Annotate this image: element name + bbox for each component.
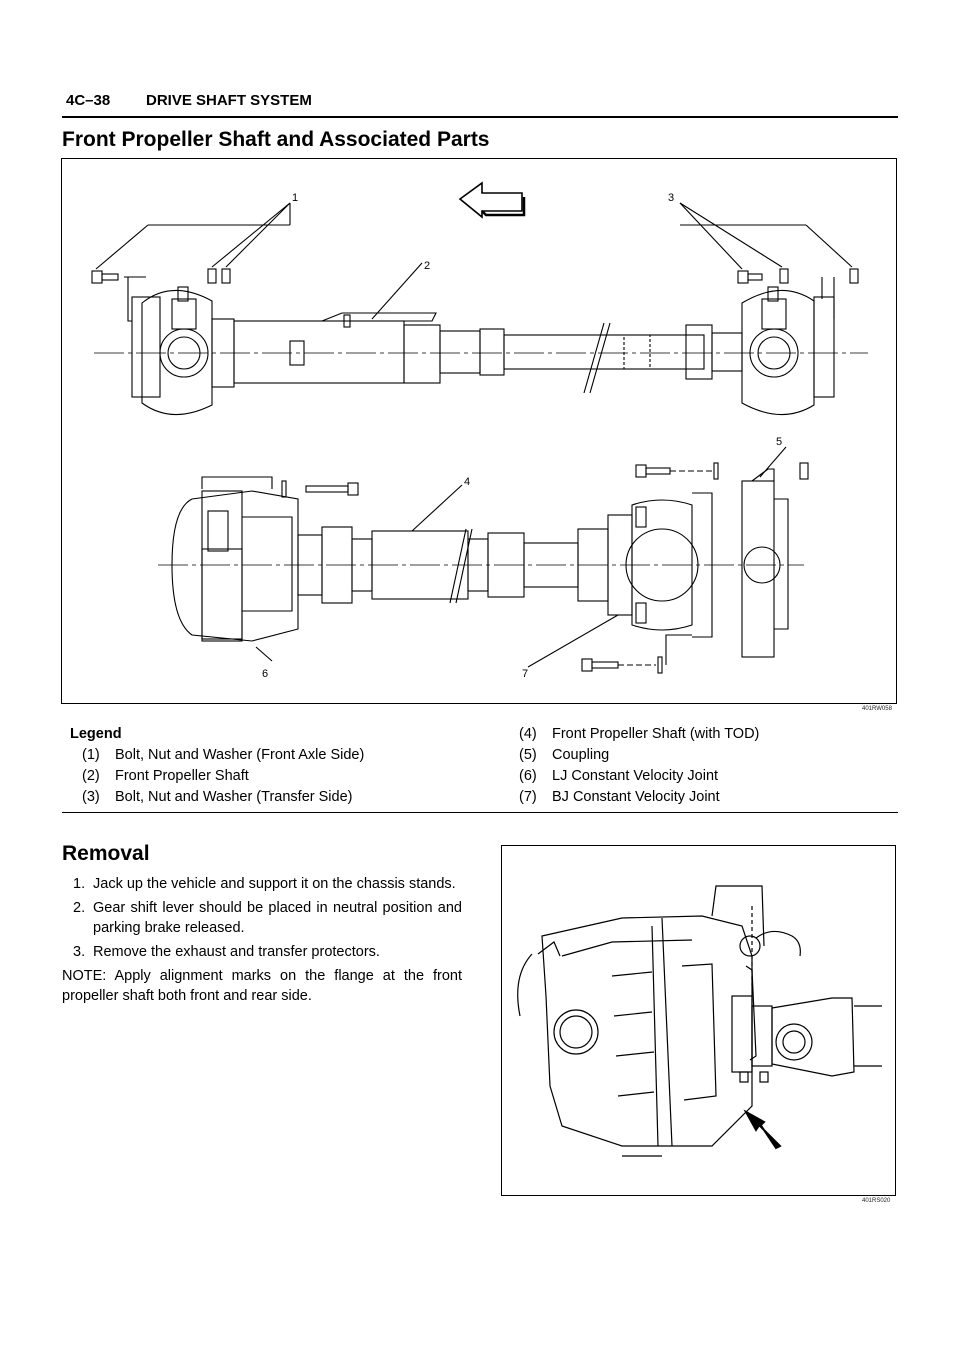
callout-1: 1: [292, 192, 298, 204]
removal-step: 1.Jack up the vehicle and support it on …: [73, 876, 456, 892]
legend-divider: [62, 812, 898, 813]
transfer-case-icon: [541, 915, 753, 1147]
legend-item: (7)BJ Constant Velocity Joint: [519, 789, 720, 805]
propeller-flange-icon: [771, 997, 855, 1077]
legend-right: (4)Front Propeller Shaft (with TOD) (5)C…: [519, 724, 759, 808]
direction-arrow-icon: [458, 181, 523, 219]
front-propeller-shaft-with-tod-drawing: [171, 490, 713, 642]
callout-2: 2: [424, 260, 430, 272]
removal-heading: Removal: [62, 842, 150, 865]
note-text: NOTE: Apply alignment marks on the flang…: [62, 968, 462, 1004]
header-rule: [62, 116, 898, 118]
section-header: DRIVE SHAFT SYSTEM: [146, 92, 312, 109]
page-number: 4C–38: [66, 92, 111, 109]
legend-heading: Legend: [70, 726, 122, 742]
legend-item: (5)Coupling: [519, 747, 610, 763]
callout-3: 3: [668, 192, 674, 204]
removal-step: 2.Gear shift lever should be placed in n…: [73, 900, 462, 936]
arrow-icon: [743, 1109, 782, 1150]
transfer-flange-figure: [501, 845, 896, 1196]
callout-7: 7: [522, 668, 528, 680]
callout-6: 6: [262, 668, 268, 680]
legend-item: (3)Bolt, Nut and Washer (Transfer Side): [82, 789, 353, 805]
coupling-drawing: [741, 468, 789, 658]
propeller-shaft-figure: 1 2 3 4 5 6 7: [61, 158, 897, 704]
propeller-shaft-drawing: 1 2 3 4 5 6 7: [91, 181, 868, 680]
legend-item: (6)LJ Constant Velocity Joint: [519, 768, 719, 784]
callout-4: 4: [464, 476, 470, 488]
figure-code: 401RW058: [862, 706, 892, 712]
callout-5: 5: [776, 436, 782, 448]
page-title: Front Propeller Shaft and Associated Par…: [62, 128, 490, 151]
legend-item: (2)Front Propeller Shaft: [82, 768, 249, 784]
transfer-flange-drawing: [517, 885, 882, 1157]
legend-item: (4)Front Propeller Shaft (with TOD): [519, 726, 760, 742]
removal-step: 3.Remove the exhaust and transfer protec…: [73, 944, 380, 960]
legend-left: Legend (1)Bolt, Nut and Washer (Front Ax…: [70, 724, 364, 808]
front-propeller-shaft-drawing: [131, 286, 835, 416]
figure-code: 401RS020: [862, 1198, 891, 1204]
removal-steps: 1.Jack up the vehicle and support it on …: [62, 874, 462, 1006]
legend-item: (1)Bolt, Nut and Washer (Front Axle Side…: [82, 747, 365, 763]
